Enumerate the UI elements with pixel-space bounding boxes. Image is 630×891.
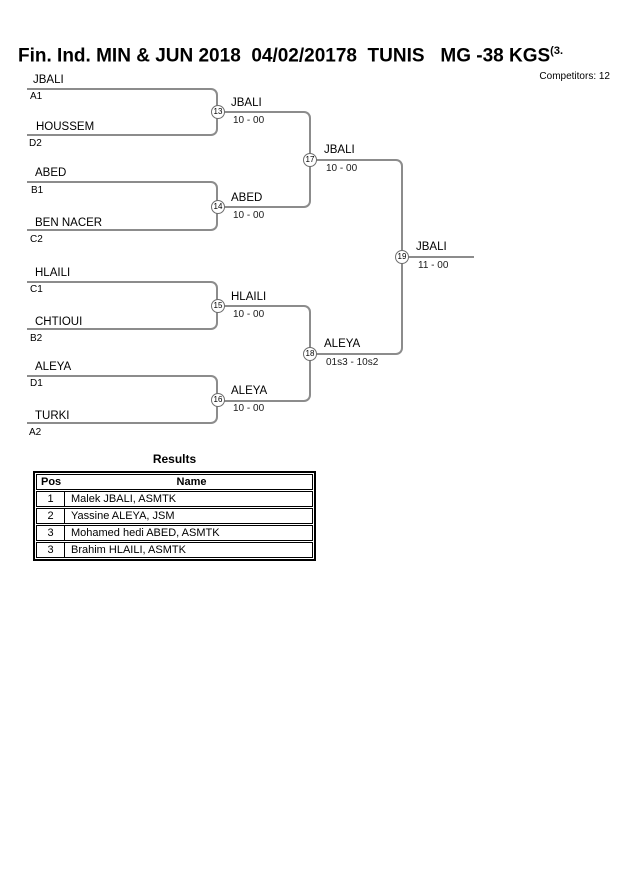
- table-row: 1 Malek JBALI, ASMTK: [36, 491, 313, 507]
- entrant-name: ABED: [35, 167, 67, 179]
- match-number-badge: 18: [303, 347, 317, 361]
- winner-name: JBALI: [231, 97, 262, 109]
- match-number-badge: 15: [211, 299, 225, 313]
- entrant-name: JBALI: [33, 74, 64, 86]
- match-score: 10 - 00: [233, 210, 265, 221]
- entrant-name: HLAILI: [35, 267, 71, 279]
- table-row: 2 Yassine ALEYA, JSM: [36, 508, 313, 524]
- winner-name: ALEYA: [231, 385, 268, 397]
- competitors-count: Competitors: 12: [539, 71, 610, 82]
- entrant-seed: B1: [31, 185, 44, 196]
- table-row: 3 Mohamed hedi ABED, ASMTK: [36, 525, 313, 541]
- result-pos: 2: [37, 509, 65, 523]
- entrant-name: BEN NACER: [35, 217, 103, 229]
- entrant-seed: C2: [30, 234, 43, 245]
- results-table: Pos Name 1 Malek JBALI, ASMTK 2 Yassine …: [33, 471, 316, 561]
- entrant-name: CHTIOUI: [35, 316, 83, 328]
- winner-name: HLAILI: [231, 291, 267, 303]
- entrant-seed: B2: [30, 333, 43, 344]
- result-pos: 1: [37, 492, 65, 506]
- result-name: Brahim HLAILI, ASMTK: [71, 544, 186, 556]
- match-number-badge: 16: [211, 393, 225, 407]
- entrant-name: TURKI: [35, 410, 70, 422]
- entrant-seed: A2: [29, 427, 42, 438]
- match-number-badge: 17: [303, 153, 317, 167]
- result-pos: 3: [37, 543, 65, 557]
- match-number-badge: 13: [211, 105, 225, 119]
- result-pos: 3: [37, 526, 65, 540]
- result-name: Mohamed hedi ABED, ASMTK: [71, 527, 220, 539]
- match-score: 01s3 - 10s2: [326, 357, 379, 368]
- results-header-pos: Pos: [41, 476, 62, 488]
- entrant-seed: D1: [30, 378, 43, 389]
- winner-name: ALEYA: [324, 338, 361, 350]
- results-heading: Results: [152, 452, 197, 466]
- page-title-superscript: (3.: [550, 45, 564, 57]
- match-score: 10 - 00: [233, 115, 265, 126]
- result-name: Malek JBALI, ASMTK: [71, 493, 177, 505]
- page-title: Fin. Ind. MIN & JUN 2018 04/02/20178 TUN…: [18, 45, 630, 67]
- entrant-seed: C1: [30, 284, 43, 295]
- results-header-name: Name: [176, 476, 207, 488]
- result-name: Yassine ALEYA, JSM: [71, 510, 175, 522]
- final-score: 11 - 00: [418, 260, 449, 271]
- table-row: 3 Brahim HLAILI, ASMTK: [36, 542, 313, 558]
- winner-name: JBALI: [324, 144, 355, 156]
- entrant-name: HOUSSEM: [36, 121, 95, 133]
- match-score: 10 - 00: [326, 163, 358, 174]
- entrant-name: ALEYA: [35, 361, 72, 373]
- page-title-text: Fin. Ind. MIN & JUN 2018 04/02/20178 TUN…: [18, 45, 551, 67]
- entrant-seed: D2: [29, 138, 42, 149]
- match-score: 10 - 00: [233, 403, 265, 414]
- entrant-seed: A1: [30, 91, 43, 102]
- results-header-row: Pos Name: [36, 474, 313, 490]
- champion-name: JBALI: [416, 241, 447, 253]
- match-number-badge: 14: [211, 200, 225, 214]
- winner-name: ABED: [231, 192, 263, 204]
- match-number-badge: 19: [395, 250, 409, 264]
- champion-line: [402, 256, 474, 258]
- final-19-connector: [310, 159, 403, 355]
- match-score: 10 - 00: [233, 309, 265, 320]
